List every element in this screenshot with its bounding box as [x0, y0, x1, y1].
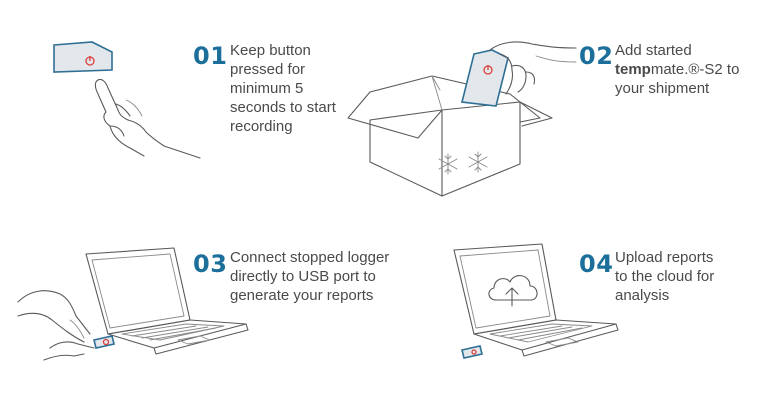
step-01-text: Keep button pressed for minimum 5 second… [230, 41, 336, 136]
step-03-line: directly to USB port to [230, 268, 376, 285]
step-03-line: generate your reports [230, 287, 374, 304]
step-01-line: recording [230, 118, 293, 135]
step-02-number: 02 [579, 42, 614, 70]
step-04-illustration [453, 243, 619, 359]
brand-temp: temp [615, 61, 651, 78]
step-02-illustration [347, 41, 577, 197]
step-02-line: Add started [615, 42, 692, 59]
step-01-number: 01 [193, 42, 228, 70]
step-02-line: tempmate.®-S2 to [615, 60, 739, 79]
hand-icon [94, 78, 201, 159]
step-04-number: 04 [579, 250, 614, 278]
device-icon [461, 49, 509, 107]
step-01-line: pressed for [230, 61, 306, 78]
step-03-text: Connect stopped logger directly to USB p… [230, 248, 389, 305]
step-04-line: to the cloud for [615, 268, 715, 285]
hand-icon [489, 41, 577, 95]
device-press-icon [53, 41, 113, 73]
step-02-text: Add started tempmate.®-S2 to your shipme… [615, 41, 739, 98]
box-icon [347, 75, 553, 197]
laptop-icon [453, 243, 619, 357]
step-04-line: analysis [615, 287, 670, 304]
device-icon [461, 345, 483, 359]
hand-icon [17, 290, 95, 361]
cloud-upload-icon [488, 275, 538, 307]
step-03-number: 03 [193, 250, 228, 278]
step-02-line: your shipment [615, 80, 710, 97]
step-01-line: minimum 5 [230, 80, 304, 97]
step-04-text: Upload reports to the cloud for analysis [615, 248, 714, 305]
device-icon [93, 335, 115, 349]
laptop-icon [85, 247, 249, 355]
step-01-line: seconds to start [230, 99, 336, 116]
snowflake-icon [438, 153, 458, 175]
snowflake-icon [468, 151, 488, 173]
brand-rest: mate.®-S2 to [650, 61, 740, 78]
step-01-line: Keep button [230, 42, 311, 59]
step-03-line: Connect stopped logger [230, 249, 390, 266]
step-04-line: Upload reports [615, 249, 714, 266]
step-01-illustration [53, 41, 201, 159]
step-03-illustration [17, 247, 249, 361]
